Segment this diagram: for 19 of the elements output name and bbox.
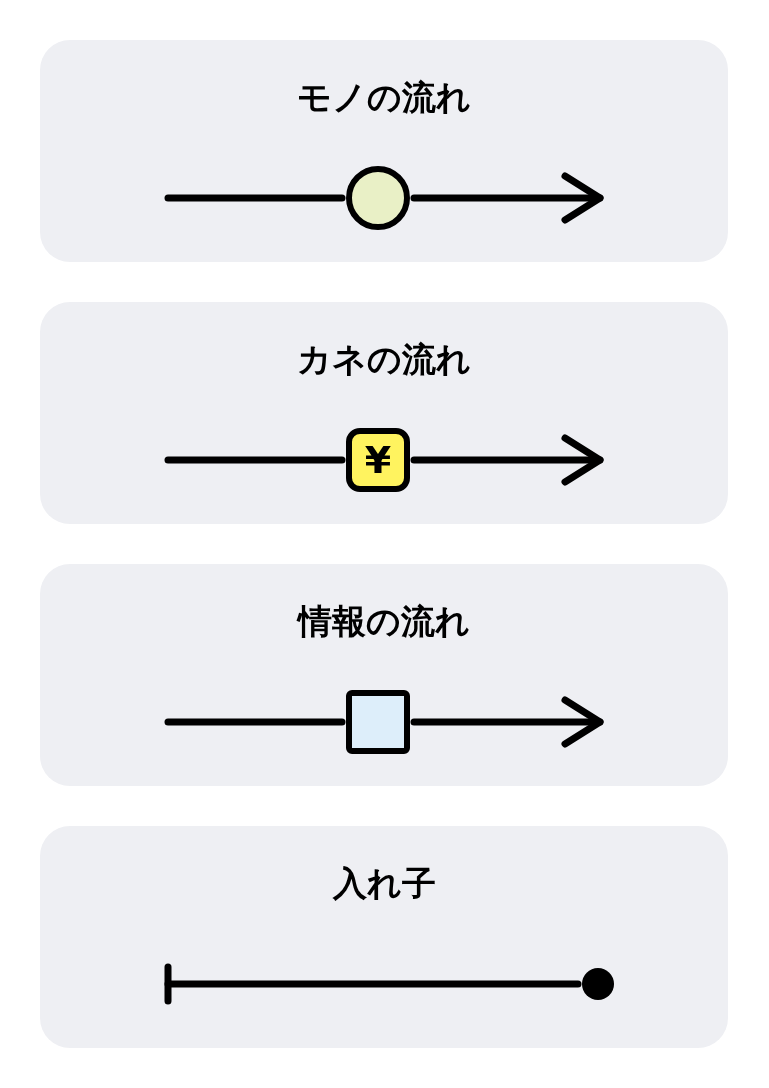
line xyxy=(164,456,346,464)
end-dot xyxy=(582,968,614,1000)
arrow xyxy=(410,434,604,486)
rounded-panel xyxy=(40,826,728,1048)
square-marker xyxy=(346,690,410,754)
circle-marker xyxy=(346,166,410,230)
panel-title: 情報の流れ xyxy=(295,601,471,641)
arrow xyxy=(410,172,604,224)
rounded-panel xyxy=(40,302,728,524)
arrow xyxy=(410,696,604,748)
panel-title: 入れ子 xyxy=(331,863,437,903)
bar-line xyxy=(164,963,582,1005)
line xyxy=(164,194,346,202)
line xyxy=(164,718,346,726)
yen-box: ¥ xyxy=(346,428,410,492)
panel-title: カネの流れ xyxy=(296,339,472,379)
panel-title: モノの流れ xyxy=(296,77,472,117)
rounded-panel xyxy=(40,564,728,786)
rounded-panel xyxy=(40,40,728,262)
